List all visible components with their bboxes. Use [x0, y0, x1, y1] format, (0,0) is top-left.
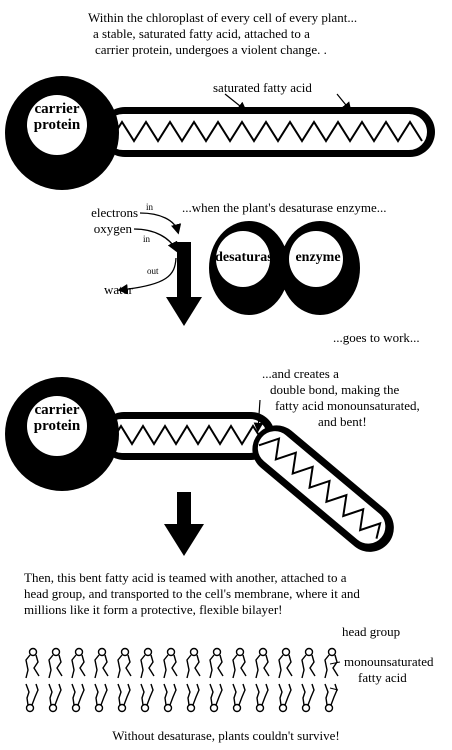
- head-group-label: head group: [342, 624, 400, 639]
- lipid-bottom: [141, 684, 153, 712]
- monounsaturated-label-2: fatty acid: [358, 670, 407, 685]
- out-label: out: [147, 266, 159, 276]
- enzyme-label: enzyme: [290, 250, 346, 266]
- lipid-bottom: [26, 684, 38, 712]
- desaturase-label: desaturase: [212, 250, 282, 266]
- lipid-bottom: [233, 684, 245, 712]
- lipid-top: [164, 649, 177, 679]
- lipid-bottom: [164, 684, 176, 712]
- in-label-1: in: [146, 202, 153, 212]
- monounsaturated-label-1: monounsaturated: [344, 654, 434, 669]
- footer-text: Without desaturase, plants couldn't surv…: [0, 728, 452, 743]
- lipid-bottom: [279, 684, 291, 712]
- lipid-top: [302, 649, 315, 679]
- lipid-bottom: [302, 684, 314, 712]
- water-label: water: [104, 282, 133, 297]
- lipid-top: [233, 649, 246, 679]
- desaturase-enzyme: [209, 221, 360, 315]
- lipid-top: [210, 649, 223, 679]
- creates-line-1: ...and creates a: [262, 366, 339, 381]
- down-arrow-2: [164, 492, 204, 556]
- creates-line-4: and bent!: [318, 414, 367, 429]
- monounsaturated-fatty-acid-chain: [100, 412, 404, 562]
- lipid-bottom: [210, 684, 222, 712]
- lipid-top: [256, 649, 269, 679]
- saturated-fatty-acid-chain: [100, 107, 435, 157]
- lipid-top: [26, 649, 39, 679]
- lipid-top: [118, 649, 131, 679]
- goes-to-work-label: ...goes to work...: [333, 330, 420, 345]
- lipid-top: [187, 649, 200, 679]
- lipid-top: [279, 649, 292, 679]
- lipid-top: [72, 649, 85, 679]
- intro-line-2: a stable, saturated fatty acid, attached…: [93, 26, 310, 41]
- enzyme-intro: ...when the plant's desaturase enzyme...: [182, 200, 387, 215]
- lipid-bilayer: [26, 649, 338, 712]
- lipid-bottom: [49, 684, 61, 712]
- lipid-bottom: [72, 684, 84, 712]
- saturated-fatty-acid-label: saturated fatty acid: [213, 80, 312, 95]
- bilayer-text-line-3: millions like it form a protective, flex…: [24, 602, 282, 617]
- oxygen-label: oxygen: [60, 221, 132, 236]
- in-label-2: in: [143, 234, 150, 244]
- lipid-bottom: [256, 684, 268, 712]
- bilayer-text-line-2: head group, and transported to the cell'…: [24, 586, 360, 601]
- intro-line-3: carrier protein, undergoes a violent cha…: [95, 42, 327, 57]
- lipid-top: [49, 649, 62, 679]
- down-arrow-1: [166, 242, 202, 326]
- intro-line-1: Within the chloroplast of every cell of …: [88, 10, 357, 25]
- electrons-label: electrons: [60, 205, 138, 220]
- lipid-top: [141, 649, 154, 679]
- lipid-bottom: [95, 684, 107, 712]
- creates-line-3: fatty acid monounsaturated,: [275, 398, 420, 413]
- bilayer-text-line-1: Then, this bent fatty acid is teamed wit…: [24, 570, 347, 585]
- lipid-bottom: [118, 684, 130, 712]
- lipid-top: [95, 649, 108, 679]
- creates-line-2: double bond, making the: [270, 382, 399, 397]
- lipid-bottom: [187, 684, 199, 712]
